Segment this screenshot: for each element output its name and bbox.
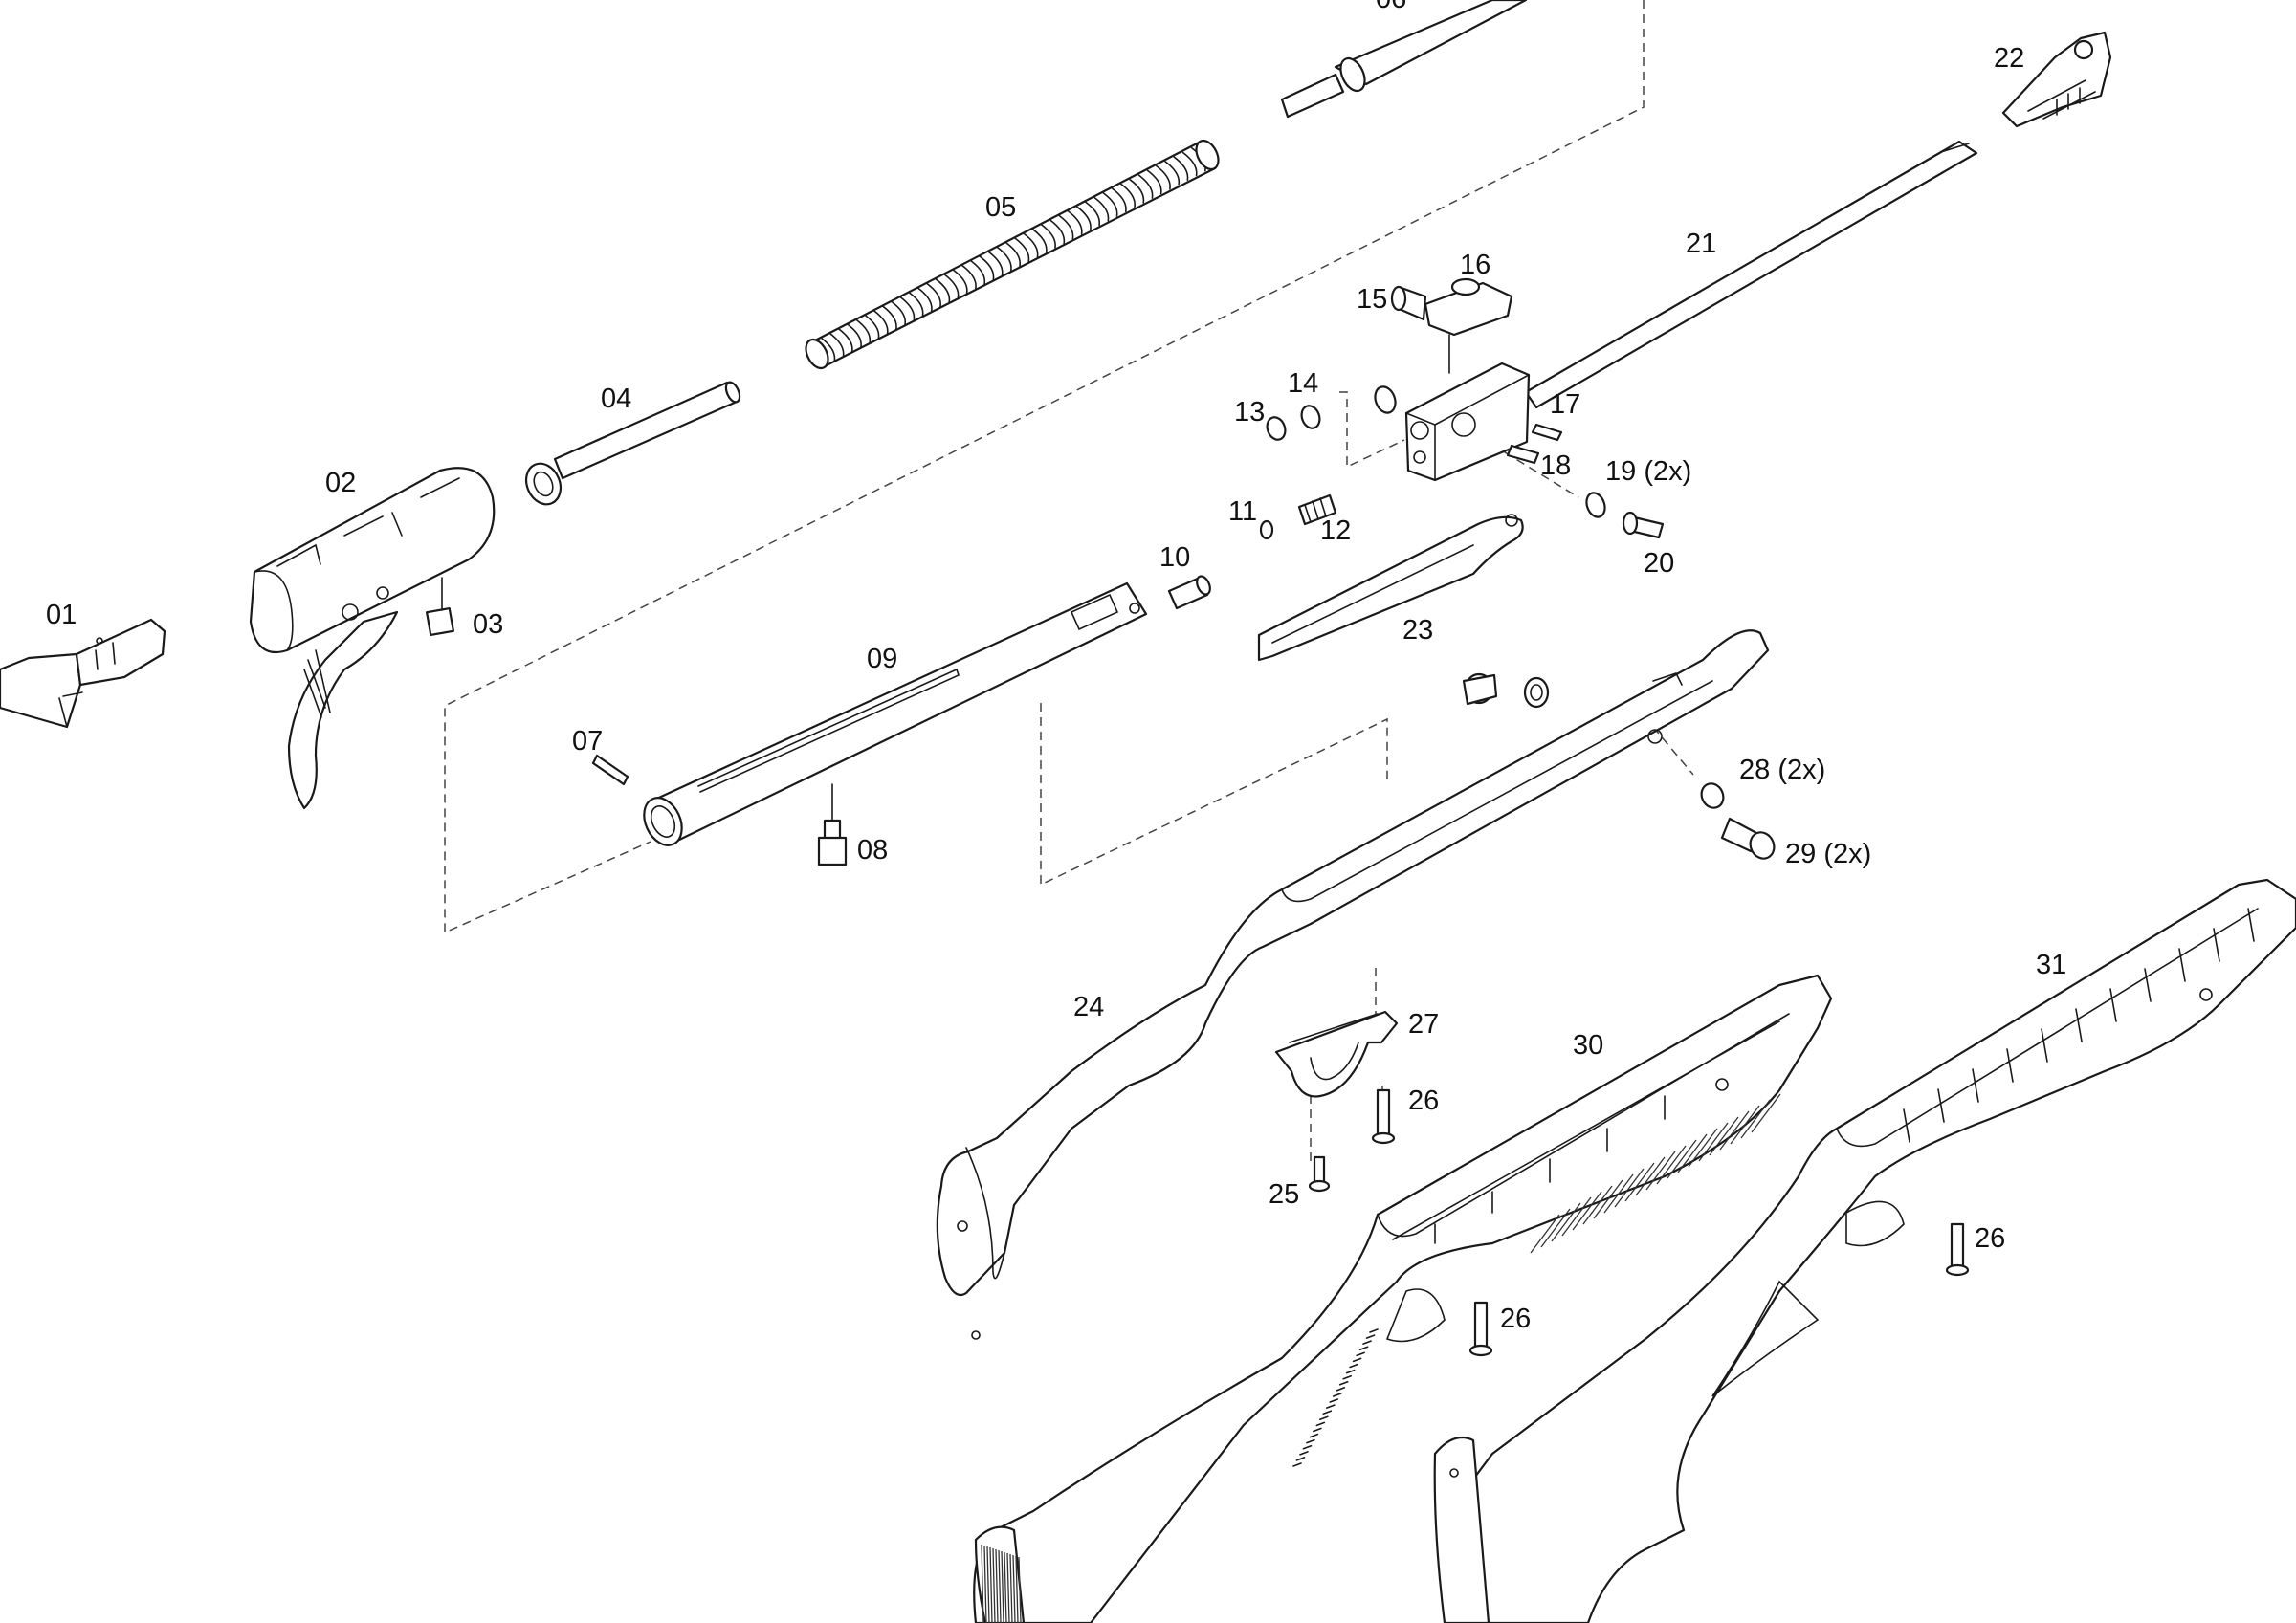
part-14-washer [1300, 405, 1321, 429]
part-11-ball [1259, 519, 1274, 540]
callout-02: 02 [325, 468, 356, 498]
callout-01: 01 [46, 600, 77, 630]
callout-31: 31 [2036, 950, 2066, 980]
part-13-washer [1266, 416, 1287, 441]
callout-27: 27 [1408, 1009, 1439, 1040]
part-26-screw-b [1468, 1301, 1493, 1357]
callout-15: 15 [1357, 284, 1387, 315]
part-16-rear-sight [1424, 277, 1513, 374]
callout-22: 22 [1994, 43, 2024, 74]
part-22-front-sight [2001, 31, 2112, 128]
part-27-trigger-guard [1274, 1010, 1399, 1098]
part-12-spring [1297, 493, 1337, 526]
callout-30: 30 [1573, 1030, 1603, 1061]
callout-17: 17 [1550, 389, 1580, 420]
part-18-screw [1506, 444, 1540, 465]
part-10-plug [1167, 575, 1211, 610]
part-23-cocking-lever [1257, 514, 1524, 662]
callout-24: 24 [1073, 992, 1104, 1022]
callout-18: 18 [1540, 450, 1571, 481]
callout-26b: 26 [1500, 1304, 1531, 1334]
part-20-bolt [1622, 511, 1665, 539]
breech-block [1374, 362, 1531, 482]
callout-25: 25 [1269, 1179, 1299, 1210]
callout-09: 09 [867, 644, 897, 674]
callout-05: 05 [985, 192, 1016, 223]
part-26-screw-a [1371, 1088, 1396, 1145]
pivot-bolt [1462, 672, 1550, 709]
callout-12: 12 [1320, 515, 1351, 546]
callout-08: 08 [857, 835, 888, 866]
part-04-spring-guide [524, 381, 741, 506]
part-28-washer [1700, 782, 1725, 809]
part-30-synthetic-stock [973, 974, 1833, 1623]
part-26-screw-c [1945, 1222, 1970, 1277]
part-17-pin [1531, 423, 1563, 442]
callout-20: 20 [1644, 548, 1674, 579]
callout-labels: 01 02 03 04 05 06 07 08 09 10 11 12 13 1… [46, 0, 2066, 1334]
callout-21: 21 [1686, 229, 1716, 259]
callout-03: 03 [473, 609, 503, 640]
part-24-stock [936, 629, 1770, 1340]
callout-26a: 26 [1408, 1086, 1439, 1116]
callout-28: 28 (2x) [1739, 755, 1825, 785]
callout-26c: 26 [1975, 1223, 2005, 1254]
part-15-rear-sight-knob [1390, 285, 1427, 321]
part-25-screw [1308, 1155, 1331, 1193]
callout-23: 23 [1402, 615, 1433, 646]
part-21-barrel [1524, 140, 1978, 409]
callout-19: 19 (2x) [1605, 456, 1691, 487]
part-31-thumbhole-stock [1433, 878, 2296, 1623]
part-19-washer [1585, 492, 1606, 518]
callout-13: 13 [1234, 397, 1265, 428]
callout-14: 14 [1288, 368, 1318, 399]
part-05-mainspring [805, 139, 1220, 370]
callout-04: 04 [601, 384, 631, 414]
part-01-end-cap [0, 618, 166, 729]
callout-10: 10 [1159, 542, 1190, 573]
part-06-piston-rod [1280, 0, 1528, 119]
callout-11: 11 [1228, 496, 1257, 527]
callout-06: 06 [1376, 0, 1406, 14]
part-29-screw [1720, 817, 1776, 860]
part-02-trigger-housing [249, 467, 496, 810]
callout-29: 29 (2x) [1785, 839, 1871, 869]
part-07-pin [591, 754, 629, 786]
part-09-compression-tube [643, 581, 1148, 846]
callout-07: 07 [572, 726, 603, 757]
callout-16: 16 [1460, 250, 1490, 280]
assembly-guides [444, 0, 1694, 1162]
part-08-screw [817, 783, 848, 866]
